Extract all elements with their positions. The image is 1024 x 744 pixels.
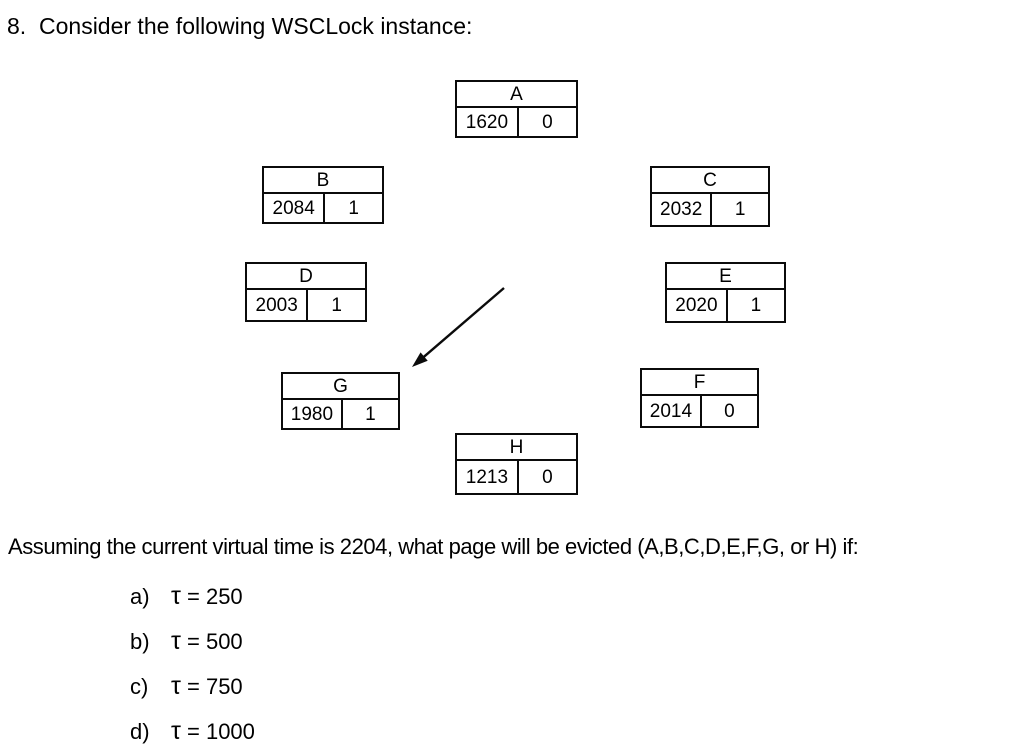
question-title: 8. Consider the following WSCLock instanc… (7, 12, 472, 40)
option-a-label: a) (130, 583, 150, 609)
page-frame-A-rbit: 0 (542, 111, 553, 133)
page-frame-H-rbit: 0 (542, 466, 553, 488)
page-frame-B-timestamp: 2084 (264, 194, 326, 222)
wsclock-diagram: A 1620 0 B 2084 1 C 2032 1 D 2003 1 (245, 80, 786, 495)
page-frame-G-rbit: 1 (365, 403, 376, 425)
page-frame-E-rbit: 1 (750, 295, 762, 316)
page-frame-C-label: C (652, 168, 768, 194)
page-frame-D-timestamp: 2003 (247, 290, 309, 320)
tau-symbol: τ (171, 672, 181, 700)
page-frame-F-label: F (642, 370, 757, 396)
page-frame-H-label: H (457, 435, 576, 461)
option-b-label: b) (130, 628, 150, 654)
page-frame-E-timestamp: 2020 (667, 290, 728, 321)
page-frame-F-values: 2014 0 (642, 396, 757, 426)
option-d: d) τ = 1000 (130, 709, 255, 744)
page-frame-E: E 2020 1 (665, 262, 786, 323)
option-b: b) τ = 500 (130, 619, 255, 664)
page-frame-F-timestamp: 2014 (642, 396, 702, 426)
option-c: c) τ = 750 (130, 664, 255, 709)
page-frame-A-timestamp: 1620 (457, 108, 519, 136)
page-frame-H-values: 1213 0 (457, 461, 576, 493)
page-frame-A-values: 1620 0 (457, 108, 576, 136)
question-text: Assuming the current virtual time is 220… (8, 534, 859, 559)
option-d-expression: τ = 1000 (171, 717, 255, 744)
page-frame-D-label: D (247, 264, 365, 290)
page-frame-H-timestamp: 1213 (457, 461, 519, 493)
page-frame-A: A 1620 0 (455, 80, 578, 138)
option-a-expression: τ = 250 (171, 582, 243, 611)
page-frame-G-timestamp: 1980 (283, 400, 343, 428)
option-d-label: d) (130, 718, 150, 744)
page-frame-B: B 2084 1 (262, 166, 384, 224)
page-frame-F-rbit: 0 (724, 400, 735, 422)
page-frame-C-timestamp: 2032 (652, 194, 713, 225)
page-frame-B-label: B (264, 168, 382, 194)
page-frame-F: F 2014 0 (640, 368, 759, 428)
tau-symbol: τ (171, 717, 181, 744)
page-frame-C-rbit: 1 (734, 199, 746, 220)
page-frame-G: G 1980 1 (281, 372, 400, 430)
page-frame-G-label: G (283, 374, 398, 400)
options-list: a) τ = 250 b) τ = 500 c) τ = 750 d) τ = … (130, 574, 255, 744)
page-frame-C-values: 2032 1 (652, 194, 768, 225)
page-frame-E-values: 2020 1 (667, 290, 784, 321)
page-frame-D-rbit: 1 (331, 294, 342, 316)
option-c-expression: τ = 750 (171, 672, 243, 701)
page-frame-D: D 2003 1 (245, 262, 367, 322)
page-frame-C: C 2032 1 (650, 166, 770, 227)
page-frame-G-values: 1980 1 (283, 400, 398, 428)
tau-symbol: τ (171, 627, 181, 655)
page-frame-D-values: 2003 1 (247, 290, 365, 320)
question-number: 8. (7, 13, 27, 39)
question-title-text: Consider the following WSCLock instance: (39, 13, 473, 39)
page-frame-H: H 1213 0 (455, 433, 578, 495)
option-b-value: = 500 (180, 629, 243, 654)
option-b-expression: τ = 500 (171, 627, 243, 656)
page-frame-A-label: A (457, 82, 576, 108)
page-frame-E-label: E (667, 264, 784, 290)
option-d-value: = 1000 (180, 719, 255, 744)
option-c-value: = 750 (180, 674, 243, 699)
page-frame-B-values: 2084 1 (264, 194, 382, 222)
option-c-label: c) (130, 673, 149, 699)
page-frame-B-rbit: 1 (348, 197, 359, 219)
tau-symbol: τ (171, 582, 181, 610)
option-a-value: = 250 (180, 584, 243, 609)
option-a: a) τ = 250 (130, 574, 255, 619)
